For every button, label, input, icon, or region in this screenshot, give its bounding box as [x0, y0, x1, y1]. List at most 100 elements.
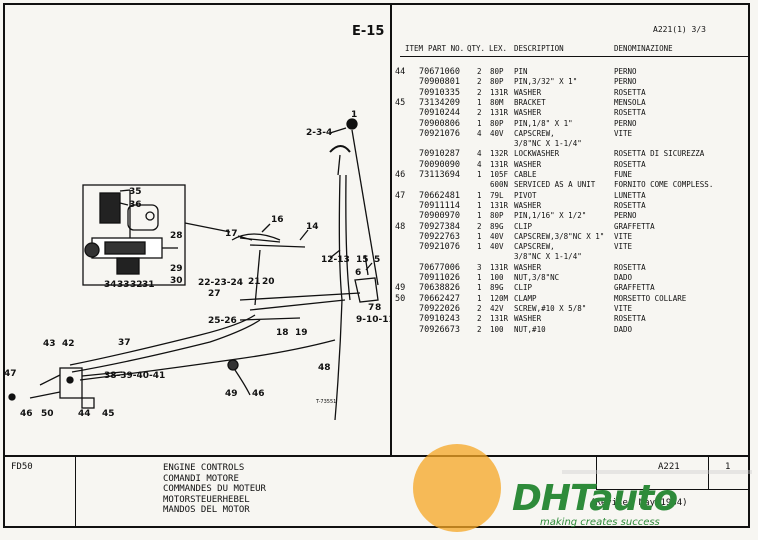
watermark-brand: DHTauto — [512, 478, 678, 519]
callout-label: 14 — [306, 222, 319, 232]
quantity: 1 — [477, 118, 482, 128]
lex-code: 100 — [490, 273, 504, 282]
title-english: ENGINE CONTROLS — [163, 463, 245, 473]
part-number: 70921076 — [419, 242, 460, 253]
header-lex: LEX. — [489, 44, 508, 53]
quantity: 2 — [477, 303, 482, 313]
description: WASHER — [514, 200, 542, 210]
callout-label: 21 — [248, 277, 261, 287]
description: NUT,3/8"NC — [514, 273, 560, 282]
part-number: 70911114 — [419, 200, 460, 211]
part-number: 70926673 — [419, 324, 460, 335]
exploded-parts-diagram: 1 2-3-4 35 36 28 29 30 34 33 32 31 16 17… — [4, 110, 392, 421]
callout-label: 17 — [225, 229, 238, 239]
quantity: 2 — [477, 77, 482, 87]
quantity: 4 — [477, 159, 482, 169]
description: NUT,#10 — [514, 324, 546, 334]
quantity: 1 — [477, 231, 482, 241]
part-number: 73113694 — [419, 170, 460, 180]
callout-label: 27 — [208, 289, 221, 299]
callout-label: 32 — [130, 280, 143, 290]
callout-label: 16 — [271, 215, 284, 225]
part-number: 70921076 — [419, 128, 460, 139]
title-french: COMMANDES DU MOTEUR — [163, 484, 266, 494]
part-number: 70671060 — [419, 67, 460, 77]
denominazione: DADO — [614, 273, 633, 282]
denominazione: PERNO — [614, 77, 637, 87]
lex-code: 131R — [490, 314, 509, 324]
header-item: ITEM — [405, 44, 424, 53]
denominazione: MENSOLA — [614, 97, 646, 107]
callout-label: 36 — [129, 200, 142, 210]
item-number: 47 — [395, 190, 406, 201]
lex-code: 80P — [490, 211, 504, 221]
part-number: 70911026 — [419, 273, 460, 283]
lex-code: 120M — [490, 293, 509, 303]
denominazione: ROSETTA — [614, 159, 646, 169]
lex-code: 80M — [490, 97, 504, 107]
callout-label: 43 — [43, 339, 56, 349]
description: BRACKET — [514, 97, 546, 107]
description: WASHER — [514, 262, 542, 272]
description: CLIP — [514, 221, 533, 231]
quantity: 2 — [477, 67, 482, 76]
callout-label: 15 — [356, 255, 369, 265]
description: WASHER — [514, 314, 542, 324]
callout-label: 9-10-11 — [356, 315, 392, 325]
lex-code: 131R — [490, 87, 509, 97]
quantity: 1 — [477, 200, 482, 210]
description: PIN,3/32" X 1" — [514, 77, 578, 87]
description: CAPSCREW, — [514, 242, 555, 252]
lex-code: 131R — [490, 159, 509, 169]
callout-label: 7 — [368, 303, 374, 313]
callout-label: 47 — [4, 369, 17, 379]
part-number: 70927384 — [419, 221, 460, 232]
quantity: 4 — [477, 128, 482, 138]
denominazione: DADO — [614, 324, 633, 334]
header-rule — [400, 56, 750, 57]
part-number: 70900970 — [419, 211, 460, 222]
part-number: 70910244 — [419, 108, 460, 119]
quantity: 2 — [477, 87, 482, 97]
denominazione: FUNE — [614, 170, 633, 179]
lex-code: 131R — [490, 200, 509, 210]
page-code: E-15 — [352, 24, 385, 39]
item-number: 50 — [395, 293, 406, 304]
description: 3/8"NC X 1-1/4" — [514, 139, 582, 149]
description: WASHER — [514, 159, 542, 169]
revised-date: (Revised May 1984) — [590, 498, 688, 508]
denominazione: VITE — [614, 303, 633, 313]
callout-label: 25-26 — [208, 316, 237, 326]
callout-label: 46 — [20, 409, 33, 419]
quantity: 1 — [477, 170, 482, 179]
item-number: 48 — [395, 221, 406, 232]
callout-label: 30 — [170, 276, 183, 286]
callout-label: 46 — [252, 389, 265, 399]
quantity: 1 — [477, 211, 482, 221]
callout-label: 19 — [295, 328, 308, 338]
callout-label: 12-13 — [321, 255, 350, 265]
callout-label: 45 — [102, 409, 115, 419]
title-german: MOTORSTEUERHEBEL — [163, 494, 250, 505]
lex-code: 131R — [490, 108, 509, 118]
callout-label: 20 — [262, 277, 275, 287]
lex-code: 600N — [490, 180, 509, 190]
quantity: 2 — [477, 221, 482, 231]
callout-label: 42 — [62, 339, 75, 349]
denominazione: VITE — [614, 231, 633, 241]
denominazione: VITE — [614, 242, 633, 252]
lex-code: 79L — [490, 190, 504, 200]
lex-code: 132R — [490, 149, 509, 159]
callout-label: 34 — [104, 280, 117, 290]
callout-label: 6 — [355, 268, 361, 278]
watermark-tagline: making creates success — [540, 517, 660, 528]
part-number: 70662481 — [419, 190, 460, 201]
